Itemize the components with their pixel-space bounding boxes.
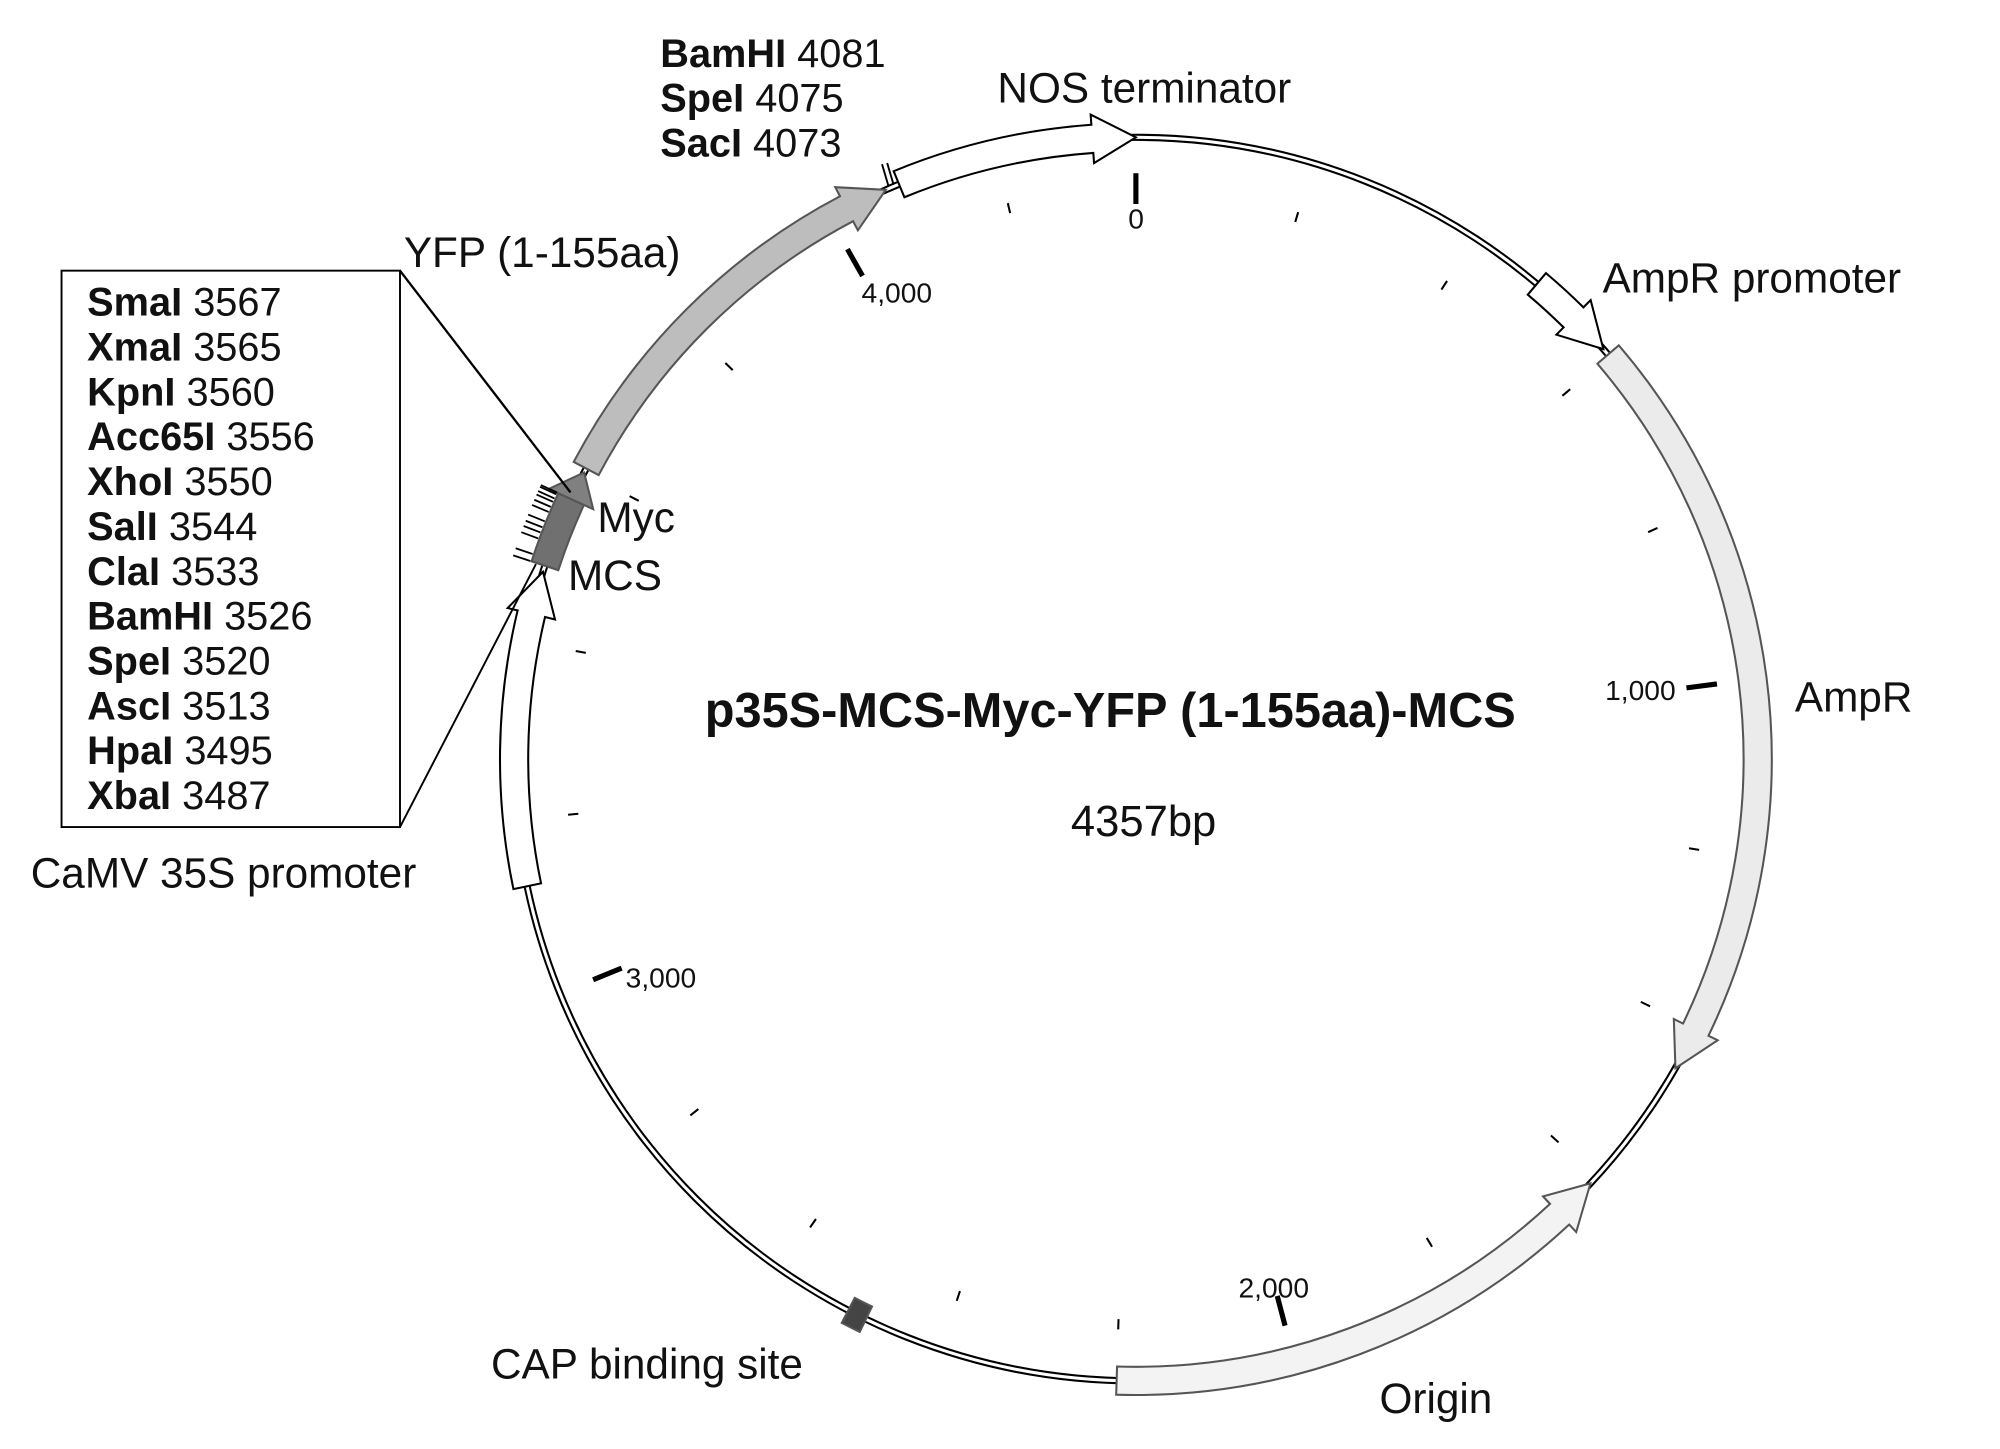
- tick-label-2000: 2,000: [1238, 1272, 1309, 1304]
- feature-cap-binding-site: [840, 1296, 874, 1334]
- major-tick: [1686, 681, 1718, 691]
- tick-label-4000: 4,000: [862, 277, 933, 309]
- feature-ampr-promoter: [1526, 271, 1605, 351]
- minor-tick: [724, 362, 734, 371]
- label-camv-35s-promoter: CaMV 35S promoter: [31, 849, 417, 896]
- site-label: KpnI 3560: [87, 370, 275, 414]
- site-hash: [515, 547, 533, 555]
- minor-tick: [1561, 388, 1571, 397]
- feature-ampr: [1595, 343, 1773, 1071]
- site-label: SpeI 3520: [87, 640, 270, 684]
- feature-origin: [1115, 1181, 1592, 1397]
- minor-tick: [568, 812, 579, 816]
- tick-label-3000: 3,000: [626, 961, 697, 993]
- site-hash: [531, 504, 549, 513]
- site-hash: [525, 519, 543, 529]
- label-origin: Origin: [1379, 1375, 1492, 1422]
- site-label: Acc65I 3556: [87, 415, 315, 459]
- minor-tick: [1425, 1237, 1433, 1248]
- plasmid-size: 4357bp: [1071, 798, 1216, 846]
- label-ampr-promoter: AmpR promoter: [1603, 254, 1902, 301]
- minor-tick: [689, 1108, 699, 1117]
- site-hash: [539, 485, 557, 496]
- tick-marks: [568, 173, 1718, 1330]
- site-hash: [537, 490, 555, 500]
- site-hash: [521, 531, 539, 540]
- minor-tick: [1550, 1134, 1560, 1144]
- minor-tick: [575, 649, 586, 654]
- label-mcs: MCS: [568, 552, 662, 599]
- label-myc: Myc: [597, 494, 675, 541]
- feature-arrows: [499, 112, 1773, 1397]
- major-tick: [592, 965, 623, 983]
- site-hash: [512, 554, 531, 562]
- site-label: XmaI 3565: [87, 325, 281, 369]
- label-yfp: YFP (1-155aa): [404, 229, 681, 276]
- site-hash: [536, 493, 554, 503]
- tick-label-0: 0: [1128, 202, 1144, 234]
- site-hash: [540, 484, 558, 494]
- site-label: ClaI 3533: [87, 550, 259, 594]
- minor-tick: [1640, 1000, 1651, 1008]
- site-label: SmaI 3567: [87, 281, 281, 325]
- label-ampr: AmpR: [1795, 674, 1913, 721]
- top-restriction-sites: BamHI 4081 SpeI 4075 SacI 4073: [660, 32, 895, 187]
- minor-tick: [1688, 847, 1700, 851]
- mcs-site-hashes: [512, 484, 558, 562]
- site-hash: [523, 525, 541, 534]
- minor-tick: [629, 495, 640, 502]
- feature-yfp-1-155aa: [572, 186, 888, 477]
- label-cap-binding-site: CAP binding site: [491, 1340, 803, 1387]
- minor-tick: [1647, 527, 1658, 534]
- site-label: XbaI 3487: [87, 774, 270, 818]
- minor-tick: [809, 1218, 817, 1229]
- site-hash: [533, 498, 552, 508]
- site-label: SacI 4073: [660, 122, 841, 166]
- site-label: AscI 3513: [87, 684, 270, 728]
- feature-camv-35s-promoter: [499, 569, 557, 891]
- site-hash: [527, 513, 546, 523]
- site-label: BamHI 4081: [660, 32, 885, 76]
- site-label: BamHI 3526: [87, 595, 312, 639]
- minor-tick: [1294, 211, 1300, 223]
- site-label: XhoI 3550: [87, 460, 273, 504]
- feature-nos-terminator: [892, 112, 1138, 199]
- major-tick: [845, 247, 865, 278]
- label-nos-terminator: NOS terminator: [997, 65, 1291, 112]
- minor-tick: [1440, 280, 1448, 291]
- site-label: SpeI 4075: [660, 77, 843, 121]
- major-tick: [1274, 1295, 1288, 1327]
- site-label: SalI 3544: [87, 505, 257, 549]
- minor-tick: [1006, 202, 1012, 214]
- tick-label-1000: 1,000: [1605, 674, 1676, 706]
- site-label: HpaI 3495: [87, 729, 273, 773]
- plasmid-title: p35S-MCS-Myc-YFP (1-155aa)-MCS: [705, 684, 1516, 738]
- minor-tick: [955, 1290, 961, 1302]
